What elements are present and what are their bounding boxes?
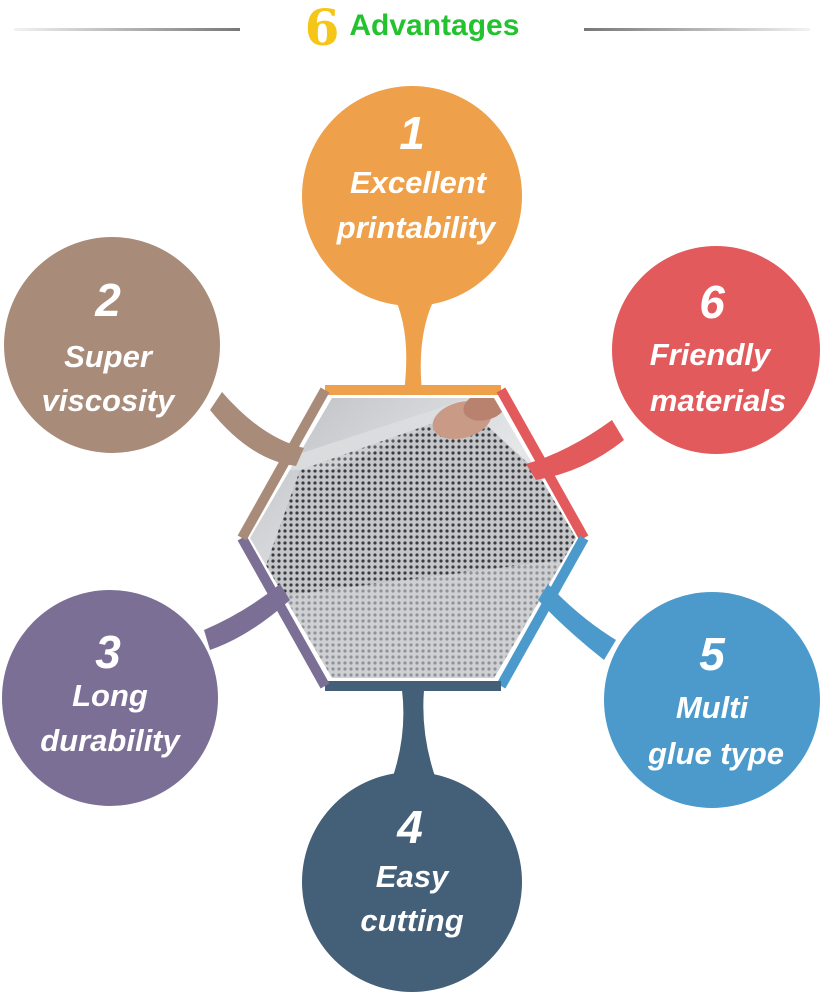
perforated-film-photo [250,398,576,678]
advantage-label-1a: Excellent [350,165,488,200]
page-title: 6 Advantages [0,0,824,56]
advantage-circle-6 [612,246,820,454]
connector-5 [538,584,616,660]
connector-3 [204,584,290,650]
advantage-label-3a: Long [72,678,148,713]
advantage-number-1: 1 [399,107,425,159]
advantage-label-5a: Multi [676,690,750,725]
advantage-label-5b: glue type [647,736,784,771]
header-divider-right [584,28,810,31]
hex-edge-5 [496,535,589,689]
advantage-number-3: 3 [95,626,121,678]
hex-edge-3 [237,535,330,689]
advantage-label-3b: durability [40,723,181,758]
advantage-number-5: 5 [699,628,726,680]
advantage-number-4: 4 [396,801,423,853]
connector-1 [392,292,438,392]
hex-edge-2 [237,387,330,541]
connectors [204,292,624,790]
header-divider-left [14,28,240,31]
connector-6 [526,420,624,480]
advantage-number-6: 6 [699,276,725,328]
advantage-node-5: 5 Multi glue type [604,592,820,808]
title-text: Advantages [349,9,520,42]
advantage-node-6: 6 Friendly materials [612,246,820,454]
advantage-label-1b: printability [336,210,497,245]
advantage-label-2a: Super [64,339,154,374]
advantage-circle-4 [302,772,522,992]
advantage-circle-3 [2,590,218,806]
advantage-node-3: 3 Long durability [2,590,218,806]
advantage-number-2: 2 [94,274,121,326]
header: 6 Advantages [0,0,824,60]
advantage-label-2b: viscosity [42,383,176,418]
connector-2 [210,392,304,466]
advantage-node-4: 4 Easy cutting [302,772,522,992]
advantage-label-6a: Friendly [650,337,772,372]
advantage-circle-2 [4,237,220,453]
advantage-circle-5 [604,592,820,808]
connector-4 [388,690,440,790]
advantage-node-1: 1 Excellent printability [302,86,522,306]
advantage-node-2: 2 Super viscosity [4,237,220,453]
advantage-circle-1 [302,86,522,306]
advantage-label-4b: cutting [360,903,463,938]
title-number: 6 [304,0,340,57]
advantage-label-4a: Easy [376,859,450,894]
advantage-label-6b: materials [650,383,786,418]
